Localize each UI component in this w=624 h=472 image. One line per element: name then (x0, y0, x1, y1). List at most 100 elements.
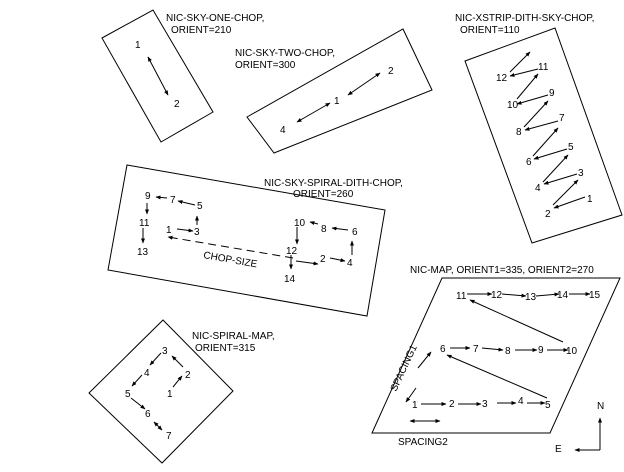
point-label: 5 (197, 201, 203, 212)
spiral-dith-arrow (331, 226, 349, 231)
spacing2-label: SPACING2 (398, 437, 448, 448)
point-label: 12 (496, 73, 508, 84)
spiral-dith-arrow (176, 228, 194, 233)
point-label: 7 (170, 195, 176, 206)
xstrip-arrow (524, 120, 559, 131)
xstrip-arrow (533, 148, 568, 160)
spacing1-label: SPACING1 (389, 343, 420, 393)
xstrip-arrow (509, 51, 531, 73)
xstrip-box (464, 27, 623, 244)
point-label: 7 (166, 431, 172, 442)
spiral-dith-orient: ORIENT=260 (293, 189, 354, 200)
point-label: 2 (388, 66, 394, 77)
point-label: 2 (545, 209, 551, 220)
map-arrow (535, 292, 560, 297)
xstrip-arrow (542, 154, 569, 183)
point-label: 1 (334, 96, 340, 107)
point-label: 14 (284, 274, 296, 285)
spiral-dith-arrow (155, 195, 168, 200)
point-label: 8 (516, 127, 522, 138)
point-label: 6 (526, 157, 532, 168)
point-label: 1 (166, 225, 172, 236)
spiral-dith-arrow (177, 200, 196, 206)
point-label: 4 (535, 183, 541, 194)
spiral-dith-title: NIC-SKY-SPIRAL-DITH-CHOP, (264, 178, 403, 189)
map-box (371, 277, 621, 434)
xstrip-arrow (509, 68, 539, 77)
spiral-dith-arrow (329, 257, 346, 263)
point-label: 6 (440, 344, 446, 355)
xstrip-arrow (516, 73, 539, 100)
map-arrow (446, 354, 548, 399)
point-label: 2 (320, 254, 326, 265)
point-label: 3 (194, 227, 200, 238)
point-label: 9 (538, 345, 544, 356)
point-label: 2 (185, 370, 191, 381)
point-label: 7 (559, 113, 565, 124)
point-label: 11 (456, 291, 467, 302)
point-label: 13 (525, 292, 537, 303)
point-label: 12 (286, 246, 298, 257)
spiral-dith-box (107, 164, 386, 317)
point-label: 5 (545, 400, 551, 411)
chop-size-arrow (167, 235, 294, 259)
spiral-map-arrow (172, 375, 183, 388)
two-chop-arrow (347, 72, 381, 96)
spiral-map-arrow (171, 355, 184, 368)
spacing1-arrow (405, 387, 417, 403)
two-chop-title: NIC-SKY-TWO-CHOP, (235, 48, 335, 59)
point-label: 4 (144, 368, 150, 379)
point-label: 2 (174, 99, 180, 110)
one-chop-title: NIC-SKY-ONE-CHOP, (166, 13, 264, 24)
xstrip-title: NIC-XSTRIP-DITH-SKY-CHOP, (455, 13, 594, 24)
point-label: 2 (449, 399, 455, 410)
point-label: 14 (557, 290, 569, 301)
map-arrow (501, 293, 527, 298)
point-label: 4 (518, 396, 524, 407)
point-label: 10 (507, 100, 519, 111)
two-chop-arrow (296, 102, 331, 123)
point-label: 1 (135, 40, 141, 51)
point-label: 8 (505, 346, 511, 357)
one-chop-orient: ORIENT=210 (171, 25, 232, 36)
point-label: 4 (347, 258, 353, 269)
xstrip-arrow (516, 94, 549, 105)
two-chop-box (246, 28, 433, 154)
xstrip-arrow (523, 100, 549, 128)
spiral-map-title: NIC-SPIRAL-MAP, (192, 331, 275, 342)
map-arrow (481, 347, 504, 352)
point-label: 9 (549, 88, 555, 99)
point-label: 10 (566, 346, 578, 357)
map-title: NIC-MAP, ORIENT1=335, ORIENT2=270 (410, 265, 594, 276)
xstrip-arrow (553, 196, 586, 209)
point-label: 1 (412, 400, 418, 411)
spiral-map-arrow (153, 421, 163, 431)
map-arrow (469, 299, 564, 343)
spiral-map-arrow (130, 397, 146, 410)
chop-size-label: CHOP-SIZE (202, 250, 258, 270)
two-chop-orient: ORIENT=300 (235, 60, 296, 71)
point-label: 13 (137, 247, 149, 258)
point-label: 11 (538, 62, 549, 73)
point-label: 8 (321, 224, 327, 235)
spiral-map-arrow (149, 352, 162, 366)
point-label: 3 (482, 399, 488, 410)
one-chop-box (101, 9, 214, 143)
point-label: 15 (589, 290, 601, 301)
spiral-map-box (88, 319, 234, 464)
chop-size-arrow (295, 260, 319, 266)
compass-north-label: N (597, 401, 604, 412)
point-label: 4 (280, 125, 286, 136)
spiral-map-orient: ORIENT=315 (195, 343, 256, 354)
spiral-map-arrow (131, 374, 143, 387)
spiral-dith-arrow (309, 221, 319, 226)
xstrip-arrow (543, 173, 578, 185)
point-label: 6 (352, 227, 358, 238)
compass-east-label: E (555, 444, 562, 455)
point-label: 6 (145, 409, 151, 420)
point-label: 9 (145, 191, 151, 202)
point-label: 12 (491, 290, 503, 301)
point-label: 3 (162, 346, 168, 357)
point-label: 7 (473, 344, 479, 355)
